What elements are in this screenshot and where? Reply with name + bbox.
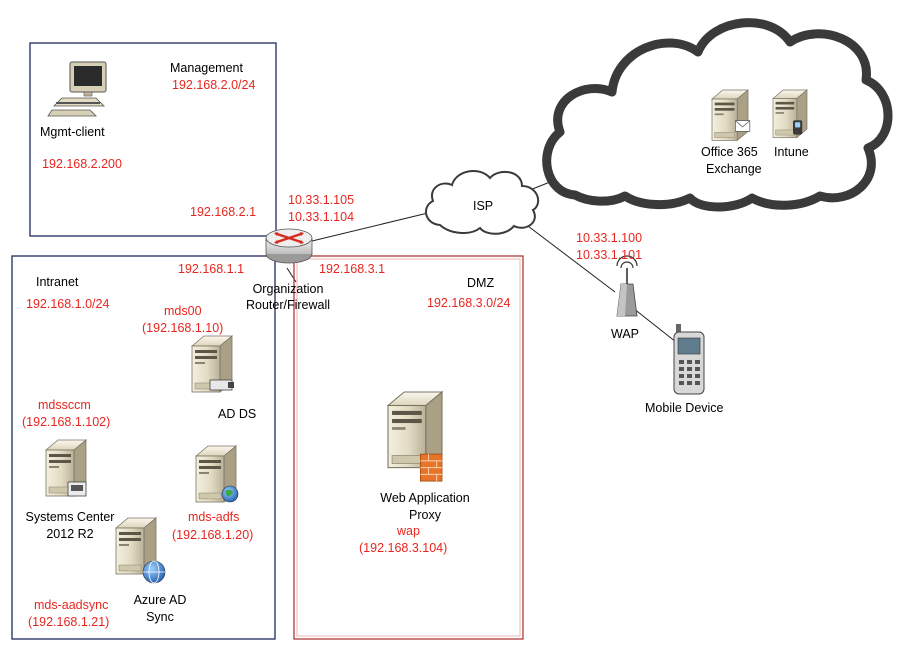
management-zone-title: Management [170, 61, 243, 75]
web-application-proxy-server-icon [387, 391, 443, 482]
dmz-subnet: 192.168.3.0/24 [427, 296, 511, 310]
management-gateway-ip: 192.168.2.1 [190, 205, 257, 219]
wap-server-label-line1: Web Application [380, 491, 470, 505]
mds00-hostname: mds00 [164, 304, 202, 318]
sccm-label-line1: Systems Center [25, 510, 115, 524]
ad-ds-label: AD DS [218, 407, 257, 421]
office365-label-line1: Office 365 [701, 145, 758, 159]
mobile-phone-icon [673, 324, 705, 395]
mgmt-client-label: Mgmt-client [40, 125, 105, 139]
wap-label: WAP [611, 327, 640, 341]
adfs-server-icon [195, 445, 239, 503]
link-router-isp [311, 211, 433, 242]
mdssccm-ip: (192.168.1.102) [22, 415, 111, 429]
wap-server-ip: (192.168.3.104) [359, 541, 448, 555]
wireless-ip-2: 10.33.1.101 [576, 248, 643, 262]
intranet-subnet: 192.168.1.0/24 [26, 297, 110, 311]
wap-server-label-line2: Proxy [409, 508, 441, 522]
aadsync-hostname: mds-aadsync [34, 598, 109, 612]
intranet-zone-title: Intranet [36, 275, 79, 289]
office365-exchange-server-icon [711, 89, 751, 141]
sccm-label-line2: 2012 R2 [46, 527, 94, 541]
link-wap-mobile [632, 307, 677, 343]
mds00-ip: (192.168.1.10) [142, 321, 224, 335]
aad-sync-label-line1: Azure AD [133, 593, 187, 607]
router-firewall-icon [265, 228, 313, 264]
mdssccm-hostname: mdssccm [38, 398, 91, 412]
router-label-line1: Organization [252, 282, 324, 296]
router-label-line2: Router/Firewall [245, 298, 331, 312]
management-zone [29, 42, 277, 237]
wap-server-hostname: wap [397, 524, 420, 538]
intune-server-icon [772, 89, 808, 139]
wireless-ip-1: 10.33.1.100 [576, 231, 643, 245]
office365-label-line2: Exchange [706, 162, 762, 176]
isp-cloud [424, 169, 540, 235]
router-wan-ip-1: 10.33.1.105 [288, 193, 355, 207]
aadsync-ip: (192.168.1.21) [28, 615, 110, 629]
intranet-zone [11, 255, 276, 640]
aad-sync-label-line2: Sync [146, 610, 174, 624]
ad-ds-server-icon [191, 335, 234, 393]
wireless-access-point-icon [616, 255, 638, 317]
dmz-zone-outer [293, 255, 524, 640]
router-dmz-ip: 192.168.3.1 [319, 262, 386, 276]
router-wan-ip-2: 10.33.1.104 [288, 210, 355, 224]
intune-label: Intune [774, 145, 809, 159]
mobile-device-label: Mobile Device [645, 401, 724, 415]
sccm-server-icon [45, 439, 87, 497]
link-isp-wap [519, 219, 616, 293]
dmz-zone-inner [296, 258, 521, 637]
router-intranet-ip: 192.168.1.1 [178, 262, 245, 276]
adfs-hostname: mds-adfs [188, 510, 240, 524]
mgmt-client-ip: 192.168.2.200 [42, 157, 122, 171]
adfs-ip: (192.168.1.20) [172, 528, 254, 542]
dmz-zone-title: DMZ [467, 276, 495, 290]
management-subnet: 192.168.2.0/24 [172, 78, 256, 92]
desktop-computer-icon [47, 61, 107, 117]
isp-label: ISP [473, 199, 494, 213]
aad-sync-server-icon [115, 517, 166, 584]
